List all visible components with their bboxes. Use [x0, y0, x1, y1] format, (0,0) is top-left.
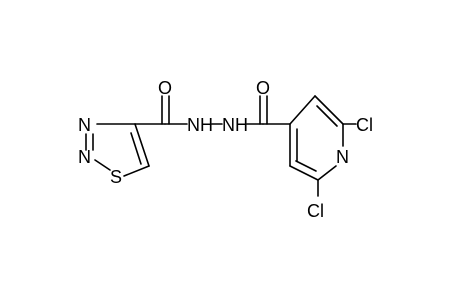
atom-cl-bottom: Cl — [307, 201, 324, 221]
atom-n-ring-top: N — [78, 115, 91, 135]
atom-cl-top: Cl — [356, 115, 373, 135]
bond-py-c3-c2-inner — [316, 105, 338, 127]
bond-py-n-c6 — [317, 165, 337, 181]
bond-c5-s — [123, 165, 150, 177]
atom-nh-left: NH — [187, 115, 213, 135]
atom-n-ring-bottom: N — [78, 147, 91, 167]
bond-py-c6-c5-inner — [295, 160, 317, 172]
atom-o-left: O — [158, 78, 172, 98]
bond-s-n2 — [94, 159, 111, 171]
bond-c4-c5 — [134, 123, 150, 167]
bond-py-c3-c2 — [314, 95, 344, 125]
atom-nh-right: NH — [222, 115, 248, 135]
bond-c4-c5-inner — [130, 132, 142, 165]
atom-labels: O N N S NH NH O Cl N Cl — [78, 78, 373, 221]
bonds — [85, 95, 357, 197]
atom-n-pyridine: N — [336, 147, 349, 167]
bond-py-c6-c5 — [289, 165, 319, 181]
atom-o-right: O — [256, 78, 270, 98]
bond-py-c4-c3 — [289, 95, 316, 125]
atom-s-ring: S — [110, 167, 122, 187]
